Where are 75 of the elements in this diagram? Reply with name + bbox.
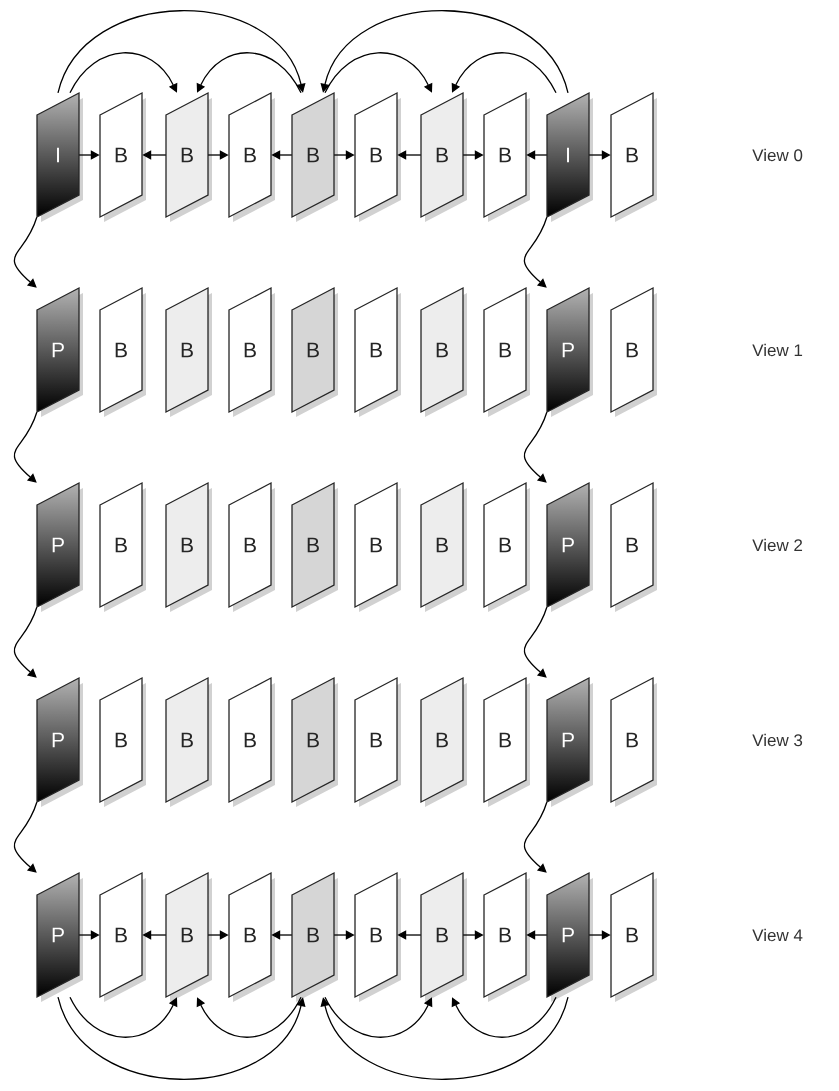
frame: B [228, 91, 275, 222]
arrow [196, 52, 302, 94]
frame: B [354, 676, 401, 807]
frame: B [99, 676, 146, 807]
frame: B [291, 481, 338, 612]
frame: B [165, 286, 212, 417]
frame: B [291, 286, 338, 417]
arrow [324, 996, 433, 1038]
frame: B [354, 286, 401, 417]
frame: P [546, 676, 593, 807]
arrow [324, 52, 433, 94]
arrow [523, 411, 548, 483]
frame: B [610, 676, 657, 807]
arrow [523, 801, 548, 873]
arrow [451, 52, 557, 94]
frame: P [36, 871, 83, 1002]
arrow [57, 10, 306, 94]
frame: B [483, 91, 530, 222]
view-label: View 4 [752, 928, 803, 942]
frame: B [420, 676, 467, 807]
frame: B [99, 286, 146, 417]
frame: B [610, 286, 657, 417]
arrow [451, 996, 557, 1038]
frame: B [483, 871, 530, 1002]
frame: P [546, 871, 593, 1002]
frame: P [36, 481, 83, 612]
frame: B [228, 871, 275, 1002]
arrow [320, 996, 569, 1080]
frame: B [291, 676, 338, 807]
arrow [196, 996, 302, 1038]
arrow [13, 801, 38, 873]
frame: P [546, 286, 593, 417]
frame: B [165, 871, 212, 1002]
frame: I [546, 91, 593, 222]
view-label: View 3 [752, 733, 803, 747]
arrow [69, 52, 178, 94]
frame: I [36, 91, 83, 222]
frame: P [36, 676, 83, 807]
arrow [320, 10, 569, 94]
frame: B [420, 286, 467, 417]
frame: B [483, 676, 530, 807]
frame: B [228, 481, 275, 612]
view-label: View 0 [752, 148, 803, 162]
view-label: View 1 [752, 343, 803, 357]
arrow [69, 996, 178, 1038]
frame: B [99, 91, 146, 222]
frame: B [99, 481, 146, 612]
frame: B [291, 91, 338, 222]
view-label: View 2 [752, 538, 803, 552]
frame: B [354, 481, 401, 612]
frame: B [483, 286, 530, 417]
frame: B [420, 871, 467, 1002]
frame: B [610, 91, 657, 222]
arrow [57, 996, 306, 1080]
frame: B [291, 871, 338, 1002]
frame: B [420, 91, 467, 222]
frame: B [354, 871, 401, 1002]
frame: B [165, 91, 212, 222]
arrow [523, 216, 548, 288]
frame: B [354, 91, 401, 222]
frame: B [610, 871, 657, 1002]
frame: P [36, 286, 83, 417]
frame: B [165, 676, 212, 807]
arrow [13, 216, 38, 288]
arrow [13, 411, 38, 483]
frame: B [420, 481, 467, 612]
arrow [13, 606, 38, 678]
frame: B [228, 286, 275, 417]
frame: B [165, 481, 212, 612]
frame: B [483, 481, 530, 612]
frame: P [546, 481, 593, 612]
frame: B [99, 871, 146, 1002]
frame: B [228, 676, 275, 807]
arrow [523, 606, 548, 678]
frame: B [610, 481, 657, 612]
